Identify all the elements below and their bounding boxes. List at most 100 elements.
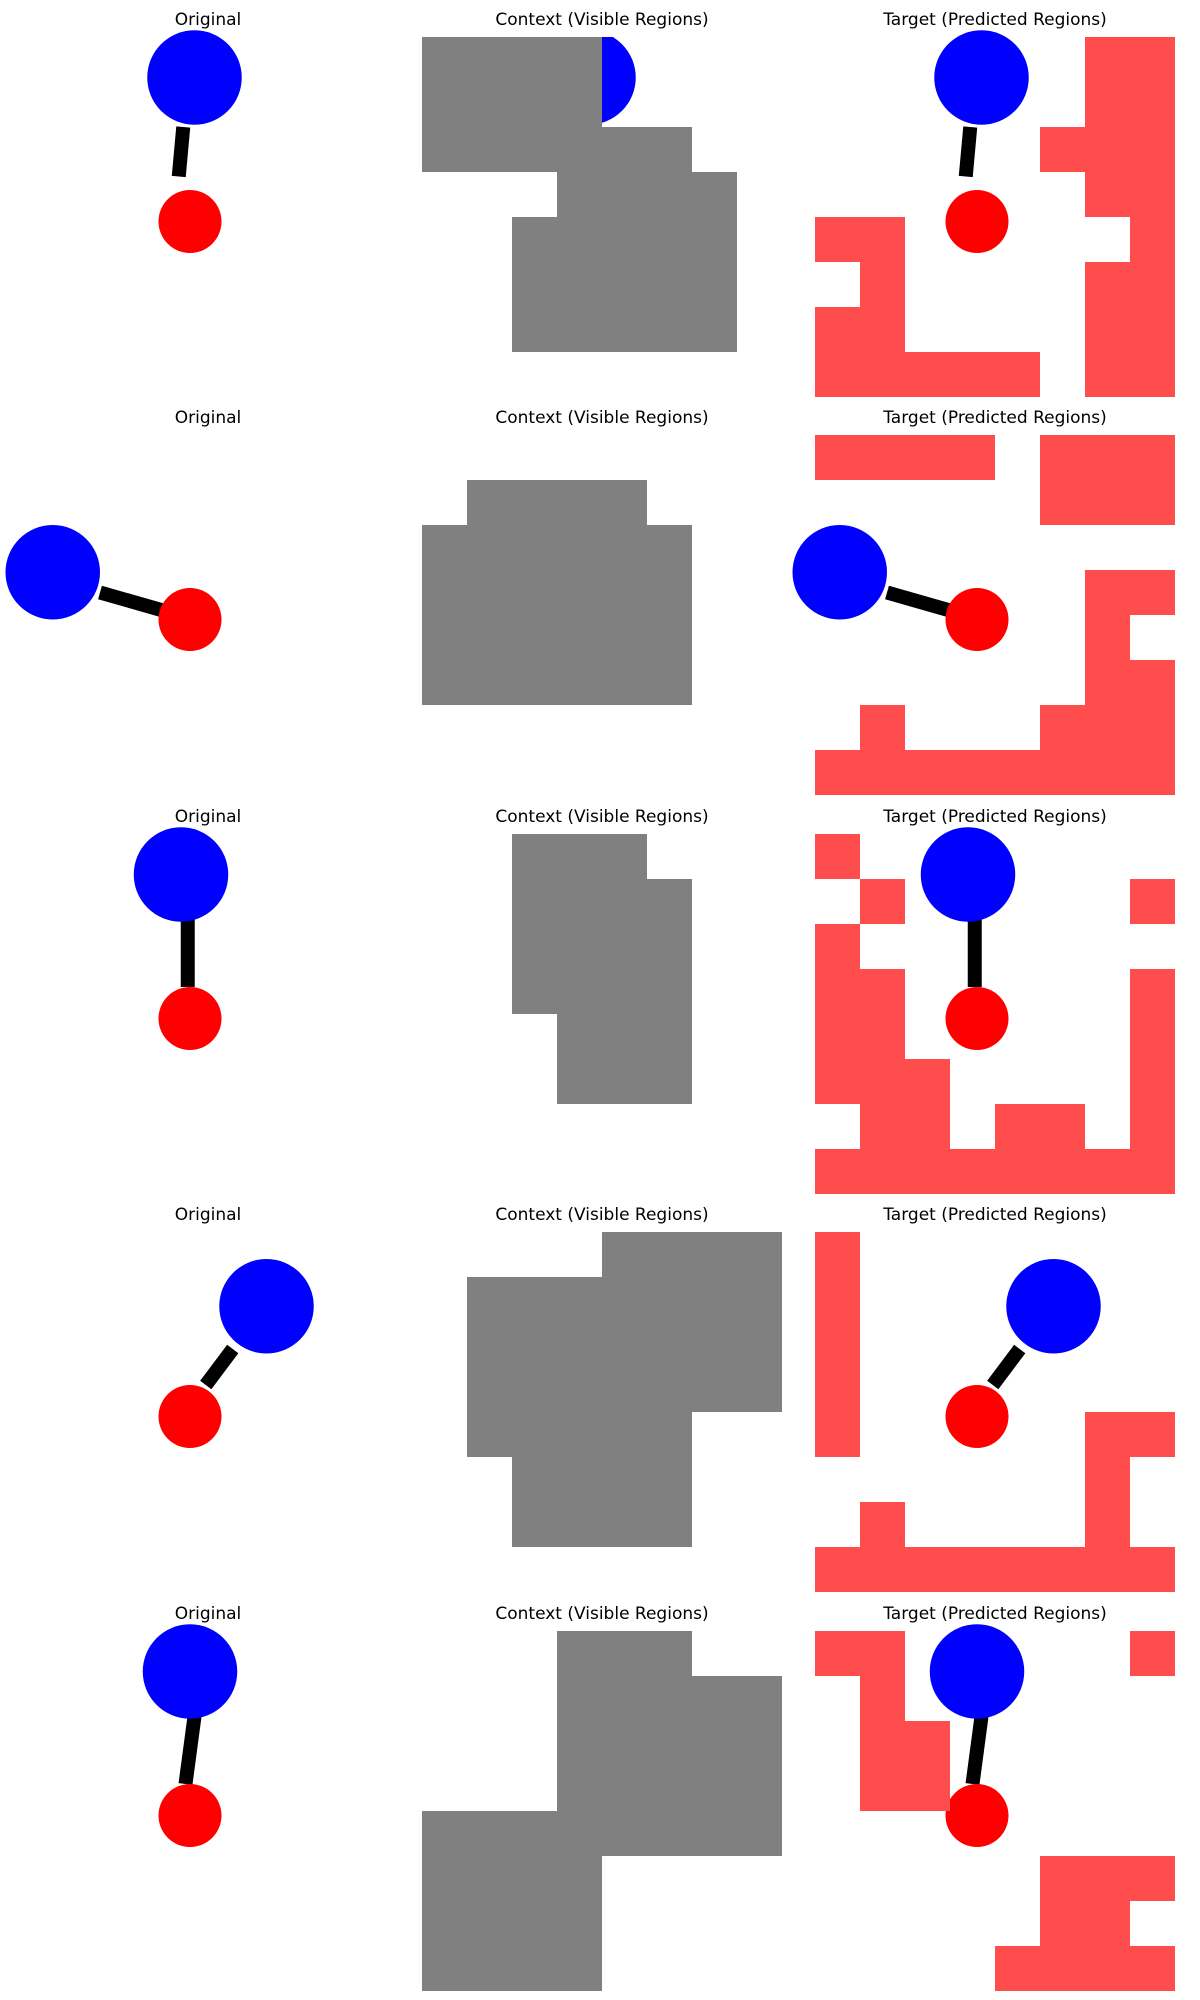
target-scene bbox=[945, 1259, 1101, 1448]
target-mask-cell bbox=[995, 750, 1040, 795]
context-mask-cell bbox=[602, 1277, 647, 1322]
context-mask-cell bbox=[692, 1277, 737, 1322]
target-mask-cell bbox=[950, 435, 995, 480]
context-mask-cell bbox=[692, 1232, 737, 1277]
context-mask-cell bbox=[647, 1059, 692, 1104]
target-mask-cell bbox=[815, 1322, 860, 1367]
target-mask-cell bbox=[1130, 480, 1175, 525]
context-mask-cell bbox=[557, 480, 602, 525]
target-mask-cell bbox=[1085, 1149, 1130, 1194]
target-mask-cell bbox=[860, 1766, 905, 1811]
original-scene bbox=[142, 1624, 238, 1847]
panel-title-target: Target (Predicted Regions) bbox=[883, 1205, 1107, 1225]
target-mask-cell bbox=[815, 1059, 860, 1104]
target-mask-cell bbox=[1130, 660, 1175, 705]
context-mask-cell bbox=[692, 1811, 737, 1856]
target-mask-cell bbox=[860, 352, 905, 397]
target-mask-cell bbox=[1130, 1104, 1175, 1149]
context-mask-cell bbox=[647, 172, 692, 217]
context-mask-cell bbox=[422, 660, 467, 705]
context-mask-cell bbox=[602, 1811, 647, 1856]
target-mask-cell bbox=[1130, 217, 1175, 262]
context-mask-cell bbox=[467, 570, 512, 615]
context-mask-cell bbox=[557, 834, 602, 879]
target-mask-cell bbox=[995, 1547, 1040, 1592]
context-mask-cell bbox=[692, 262, 737, 307]
context-mask-cell bbox=[647, 1232, 692, 1277]
original-link bbox=[98, 585, 165, 618]
context-mask-cell bbox=[602, 1412, 647, 1457]
context-mask-cell bbox=[602, 969, 647, 1014]
target-mask-cell bbox=[815, 1367, 860, 1412]
target-mask-cell bbox=[1040, 1547, 1085, 1592]
context-mask-cell bbox=[512, 37, 557, 82]
original-red-ball bbox=[158, 190, 222, 253]
original-link bbox=[178, 1715, 202, 1785]
target-mask-cell bbox=[905, 1721, 950, 1766]
target-mask-cell bbox=[1130, 570, 1175, 615]
context-mask-cell bbox=[557, 1856, 602, 1901]
panel-target bbox=[815, 1624, 1175, 1991]
original-blue-ball bbox=[219, 1259, 314, 1354]
original-red-ball bbox=[158, 987, 222, 1050]
target-mask-cell bbox=[815, 1412, 860, 1457]
target-red-ball bbox=[945, 588, 1009, 651]
panel-title-context: Context (Visible Regions) bbox=[495, 408, 709, 428]
target-mask-cell bbox=[1085, 1547, 1130, 1592]
panel-target bbox=[815, 1232, 1175, 1592]
context-mask-cell bbox=[692, 307, 737, 352]
target-mask-cell bbox=[860, 969, 905, 1014]
context-mask-cell bbox=[422, 1811, 467, 1856]
target-mask-cell bbox=[815, 352, 860, 397]
target-mask-cell bbox=[905, 435, 950, 480]
context-mask-cell bbox=[602, 1232, 647, 1277]
original-blue-ball bbox=[142, 1624, 238, 1719]
context-mask-cell bbox=[557, 1901, 602, 1946]
target-mask-cell bbox=[905, 1766, 950, 1811]
original-blue-ball bbox=[133, 827, 229, 922]
target-link bbox=[885, 585, 952, 618]
context-mask-cell bbox=[602, 570, 647, 615]
panel-title-original: Original bbox=[174, 807, 242, 827]
target-mask-cell bbox=[860, 1014, 905, 1059]
context-mask-cell bbox=[647, 1676, 692, 1721]
context-mask-cell bbox=[557, 525, 602, 570]
panel-context bbox=[422, 37, 737, 352]
context-mask-cell bbox=[557, 1322, 602, 1367]
context-mask-cell bbox=[647, 1367, 692, 1412]
target-mask-cell bbox=[815, 1232, 860, 1277]
context-mask-cell bbox=[647, 307, 692, 352]
target-mask-cell bbox=[1085, 1856, 1130, 1901]
target-mask-cell bbox=[1085, 615, 1130, 660]
context-mask-cell bbox=[647, 127, 692, 172]
target-mask-cell bbox=[1130, 1059, 1175, 1104]
context-mask-cell bbox=[557, 1811, 602, 1856]
target-red-ball bbox=[945, 987, 1009, 1050]
context-mask-cell bbox=[692, 1367, 737, 1412]
context-mask-cell bbox=[467, 82, 512, 127]
target-mask-cell bbox=[950, 750, 995, 795]
target-mask-cell bbox=[950, 1149, 995, 1194]
target-mask-cell bbox=[1085, 352, 1130, 397]
context-mask-cell bbox=[557, 1367, 602, 1412]
context-mask-cell bbox=[737, 1277, 782, 1322]
target-mask-cell bbox=[1130, 262, 1175, 307]
panel-title-context: Context (Visible Regions) bbox=[495, 1604, 709, 1624]
target-mask-cell bbox=[995, 352, 1040, 397]
context-mask-cell bbox=[512, 480, 557, 525]
context-mask-cell bbox=[557, 1766, 602, 1811]
context-mask-cell bbox=[512, 1457, 557, 1502]
original-blue-ball bbox=[147, 30, 242, 125]
context-mask-cell bbox=[557, 1502, 602, 1547]
context-blue-ball bbox=[602, 37, 636, 125]
context-mask-cell bbox=[467, 1322, 512, 1367]
target-mask-cell bbox=[1130, 435, 1175, 480]
original-red-ball bbox=[158, 588, 222, 651]
target-link bbox=[958, 126, 978, 178]
target-mask-cell bbox=[1085, 1412, 1130, 1457]
panel-title-target: Target (Predicted Regions) bbox=[883, 1604, 1107, 1624]
target-mask-cell bbox=[1130, 750, 1175, 795]
context-mask-cell bbox=[557, 82, 602, 127]
target-mask-cell bbox=[1085, 307, 1130, 352]
target-mask-cell bbox=[1040, 127, 1085, 172]
